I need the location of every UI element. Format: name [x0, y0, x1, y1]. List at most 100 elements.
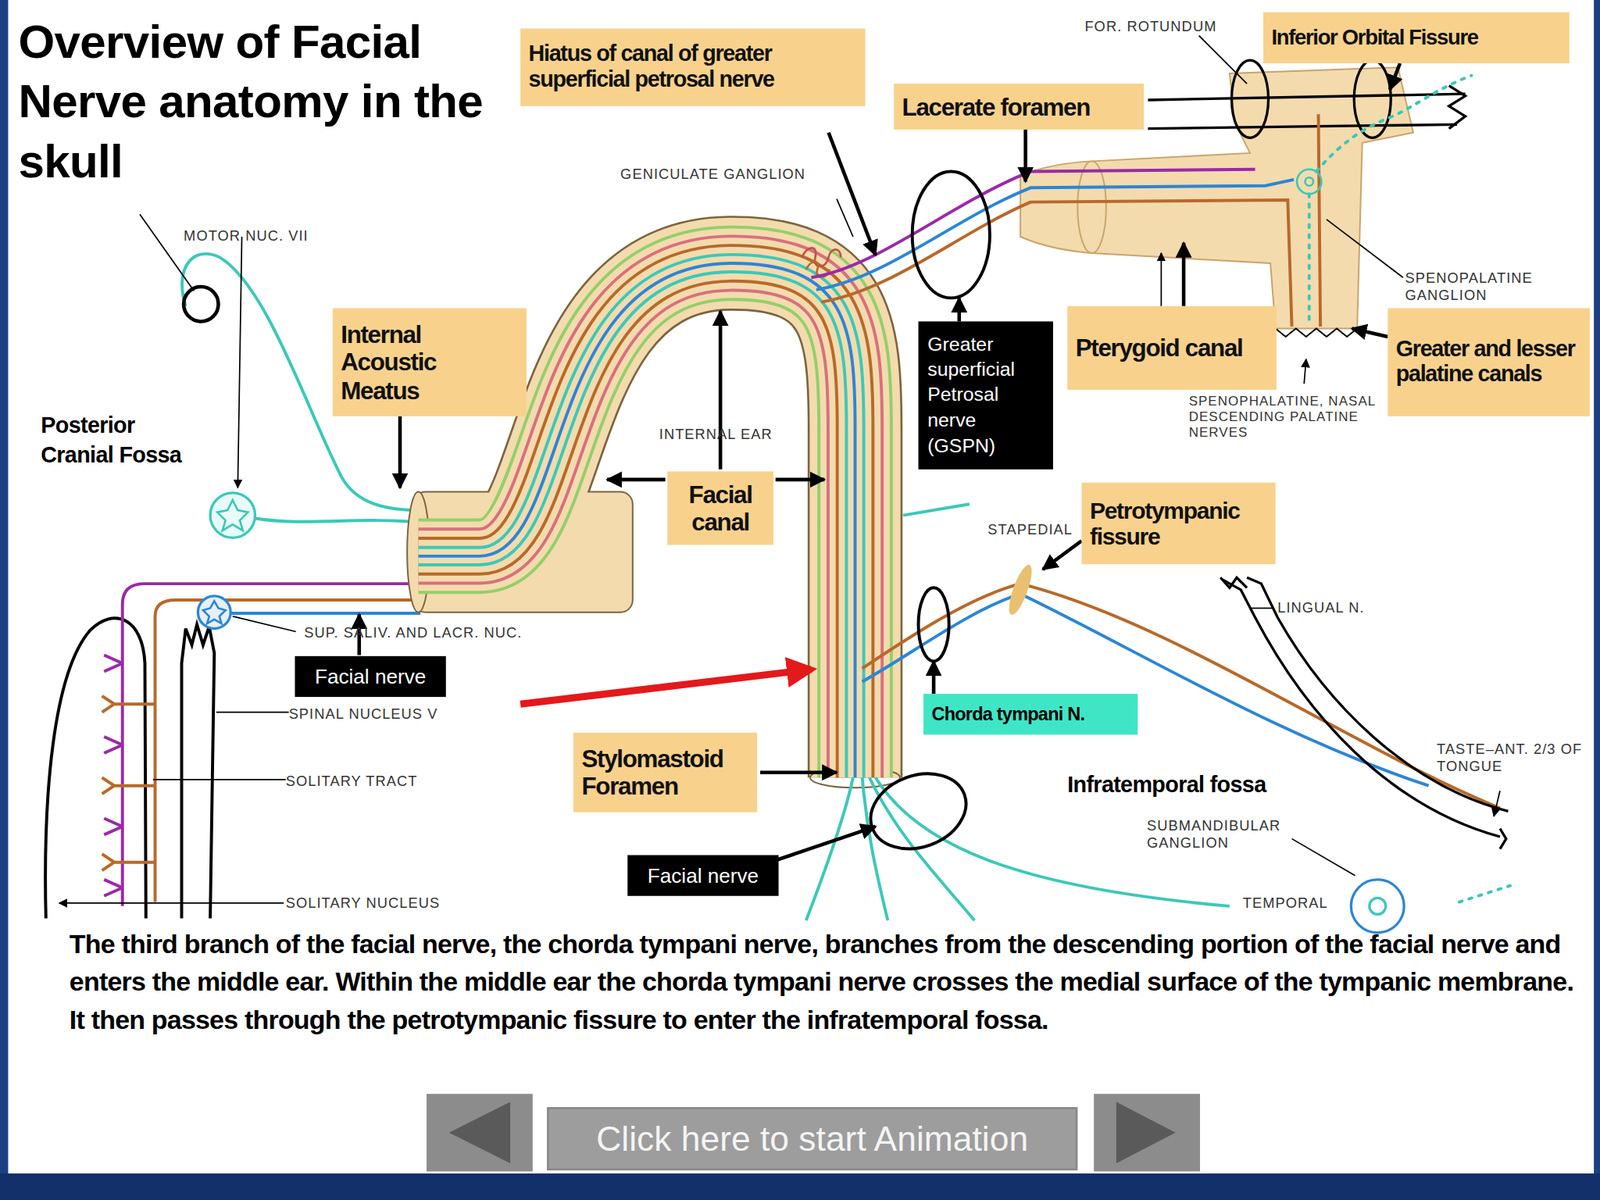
lingual-nerve-part — [1222, 579, 1500, 837]
pterygoid-canal-structure-part — [1077, 160, 1107, 254]
leader-lines-part — [1493, 790, 1500, 817]
leader-arrows — [359, 63, 1400, 868]
label-box: Internal Acoustic Meatus — [332, 307, 527, 416]
node-text: Petrotympanic fissure — [1089, 496, 1268, 550]
region-label: Posterior Cranial Fossa — [40, 410, 184, 470]
name-box: Chorda tympani N. — [923, 693, 1138, 735]
leader-lines-part — [59, 902, 284, 904]
node-text: Greater and lesser palatine canals — [1396, 336, 1583, 388]
brainstem-outline-part — [45, 617, 147, 918]
brainstem-fibres-part — [102, 696, 156, 871]
node-text: Facial nerve — [303, 663, 437, 690]
leader-arrows-part — [760, 770, 837, 775]
label-box: Lacerate foramen — [893, 83, 1144, 130]
nucleus-symbols — [183, 286, 255, 629]
page-frame-part — [0, 0, 8, 1200]
gspn-fibres — [810, 75, 1472, 327]
part-label: TASTE–ANT. 2/3 OF TONGUE — [1436, 740, 1590, 775]
node-text: Click here to start Animation — [549, 1118, 1076, 1159]
part-label: TEMPORAL — [1242, 894, 1329, 912]
gspn-fibres-part — [912, 171, 990, 298]
lingual-nerve-part — [1246, 577, 1508, 811]
gspn-fibres-part — [1316, 75, 1472, 172]
facial-nerve-fibres-part — [802, 247, 842, 267]
facial-nerve-branches-part — [862, 777, 889, 921]
part-label: MOTOR NUC. VII — [183, 227, 309, 245]
leader-arrows-part — [398, 416, 403, 488]
brainstem-outline — [45, 617, 215, 918]
region-label: Infratemporal fossa — [1067, 770, 1272, 800]
leader-arrows-part — [828, 132, 876, 256]
gspn-fibres-part — [1307, 193, 1311, 327]
part-label: INTERNAL EAR — [659, 425, 773, 443]
node-text: Greater superficial Petrosal nerve (GSPN… — [927, 332, 1044, 459]
gspn-fibres-part — [1296, 169, 1322, 194]
gspn-fibres-part — [1305, 177, 1314, 186]
node-text: Inferior Orbital Fissure — [1271, 25, 1561, 50]
node-text: Facial nerve — [636, 862, 770, 890]
node-text: Lacerate foramen — [902, 92, 1136, 121]
leader-arrows-part — [932, 660, 936, 694]
chorda-tympani-nerve-part — [918, 587, 950, 661]
name-box: Facial nerve — [294, 656, 446, 697]
leader-arrows-part — [1023, 128, 1028, 183]
maxillary-nerve-part — [1449, 85, 1466, 129]
leader-lines-part — [1199, 35, 1247, 84]
diagram-title: Overview of Facial Nerve anatomy in the … — [18, 12, 529, 192]
leader-arrows-part — [957, 297, 961, 322]
brainstem-outline-part — [181, 624, 215, 918]
highlight-arrow — [520, 669, 811, 704]
leader-arrows-part — [607, 478, 665, 483]
ganglion-symbol-part — [1369, 897, 1386, 915]
leader-lines-part — [139, 214, 194, 291]
facial-nerve-branches-part — [860, 760, 977, 862]
lingual-nerve-part — [1220, 577, 1247, 588]
page-frame-part — [1593, 0, 1600, 1200]
part-label: STAPEDIAL — [987, 521, 1073, 539]
leader-arrows-part — [775, 478, 825, 483]
label-box: Facial canal — [667, 471, 774, 545]
brainstem-fibres-part — [230, 611, 421, 615]
nucleus-symbols-part — [183, 286, 218, 322]
brainstem-fibres-part — [255, 518, 422, 523]
node-text: Pterygoid canal — [1075, 334, 1269, 362]
label-box: Greater and lesser palatine canals — [1387, 307, 1590, 416]
maxillary-nerve-part — [1147, 124, 1458, 129]
node-text: Stylomastoid Foramen — [581, 744, 749, 800]
name-box: Facial nerve — [627, 855, 779, 897]
leader-arrows-part — [1352, 328, 1389, 337]
nucleus-symbols-part — [203, 600, 226, 624]
node-text: Facial canal — [675, 480, 766, 536]
nucleus-symbols-part — [217, 500, 248, 531]
label-box: Pterygoid canal — [1067, 306, 1277, 390]
leader-lines-part — [232, 616, 297, 633]
ganglion-symbol-part — [1350, 879, 1404, 933]
maxillary-nerve — [1147, 60, 1465, 138]
part-label: SUBMANDIBULAR GANGLION — [1146, 817, 1290, 852]
navigation-buttons — [426, 1093, 1200, 1172]
gspn-fibres-part — [816, 179, 1294, 290]
part-label: SUP. SALIV. AND LACR. NUC. — [303, 624, 522, 642]
nucleus-symbols-part — [210, 492, 255, 538]
lingual-nerve — [1220, 577, 1508, 849]
part-label: SOLITARY NUCLEUS — [285, 894, 441, 912]
part-label: SOLITARY TRACT — [285, 772, 418, 790]
ganglion-symbol — [1350, 879, 1511, 933]
leader-lines — [59, 35, 1500, 904]
part-label: SPENOPALATINE GANGLION — [1405, 269, 1569, 304]
leader-lines-part — [216, 711, 290, 714]
leader-lines-part — [1326, 219, 1404, 278]
leader-lines-part — [1303, 359, 1307, 384]
node-text: Hiatus of canal of greater superficial p… — [528, 42, 858, 93]
part-label: SPINAL NUCLEUS V — [289, 705, 439, 723]
label-box: Stylomastoid Foramen — [573, 732, 758, 813]
name-box: Greater superficial Petrosal nerve (GSPN… — [918, 321, 1054, 469]
navigation-buttons-part — [426, 1093, 533, 1172]
leader-lines-part — [1292, 839, 1356, 876]
navigation-buttons-part — [1093, 1093, 1200, 1172]
leader-lines-part — [1160, 253, 1163, 307]
brainstem-fibres-part — [155, 600, 422, 903]
